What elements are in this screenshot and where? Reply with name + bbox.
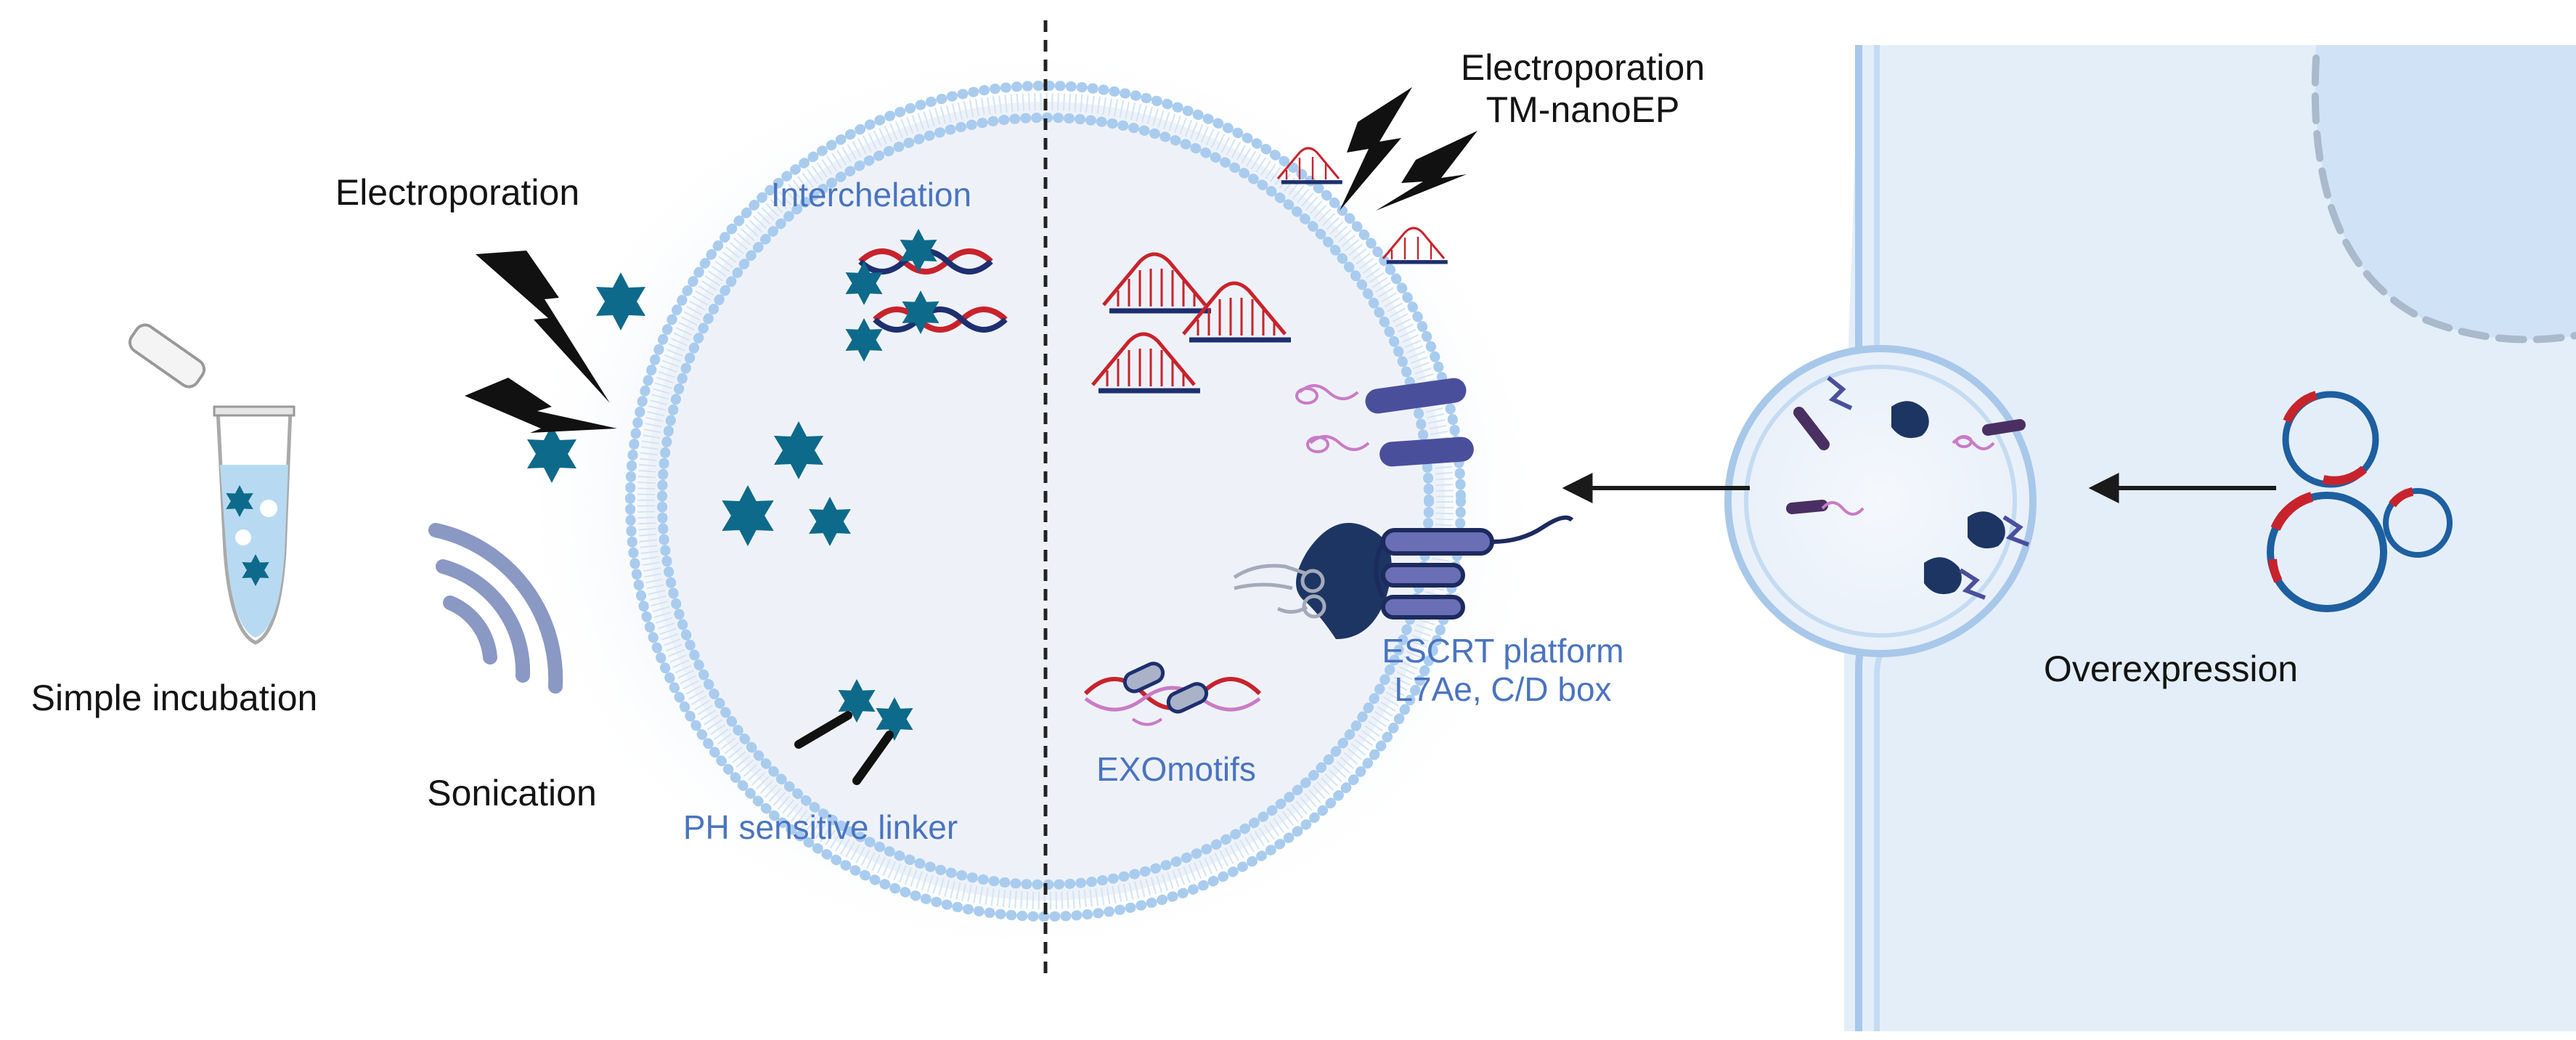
label-escrt-line2: L7Ae, C/D box <box>1394 670 1612 708</box>
vesicle-protein-bars <box>1786 407 2026 514</box>
intercalated-dna <box>858 248 1008 333</box>
sonication-waves <box>428 523 563 694</box>
lightning-bolt <box>1376 131 1477 211</box>
drug-star <box>900 229 937 272</box>
tube-liquid <box>220 465 288 638</box>
drug-star <box>902 291 939 334</box>
rna-loops <box>1295 384 1370 453</box>
budding-vesicle <box>1724 345 2037 657</box>
ph-linkers <box>794 711 894 785</box>
cd-box-rna <box>1233 564 1326 619</box>
tm-protein-loops <box>1374 515 1574 619</box>
label-simple-incubation: Simple incubation <box>30 678 318 718</box>
vesicle-outer <box>1724 345 2037 657</box>
lightning-bolt <box>476 251 610 403</box>
lightning-bolt <box>1340 87 1412 211</box>
vesicle-escrt-complexes <box>1891 401 2005 595</box>
label-electroporation-right-line2: TM-nanoEP <box>1485 89 1680 130</box>
label-exomotifs: EXOmotifs <box>1096 750 1256 788</box>
plasmid-small <box>2383 487 2453 558</box>
exomotifs-graphic <box>1083 662 1262 726</box>
label-interchelation: Interchelation <box>770 176 972 214</box>
lightning-left <box>465 251 617 433</box>
lightning-right <box>1340 87 1477 211</box>
drug-star <box>722 485 774 546</box>
protein-bar <box>1365 378 1467 414</box>
plasmid-top <box>2282 391 2379 488</box>
motif-protein <box>1166 682 1209 714</box>
drug-star <box>242 554 269 586</box>
drug-star <box>838 679 876 723</box>
plasmid-bottom-large <box>2267 492 2387 612</box>
lightning-bolt <box>465 378 617 433</box>
escrt-protein <box>1296 523 1392 639</box>
label-ph-sensitive-linker: PH sensitive linker <box>682 808 958 846</box>
label-electroporation-left: Electroporation <box>335 172 580 213</box>
drug-star <box>774 421 823 479</box>
drug-star <box>527 425 576 483</box>
drug-molecules <box>527 229 939 741</box>
drug-star <box>876 697 913 741</box>
label-escrt-line1: ESCRT platform <box>1382 632 1624 670</box>
drug-star <box>845 318 883 362</box>
vesicle-rna <box>1821 435 1995 516</box>
label-overexpression: Overexpression <box>2043 649 2299 689</box>
drug-star <box>845 261 883 305</box>
motif-protein <box>1122 662 1165 694</box>
label-electroporation-right-line1: Electroporation <box>1460 47 1705 88</box>
bilayer-tails <box>637 93 1454 909</box>
vesicle-linkers <box>1827 375 2030 600</box>
drug-star <box>596 272 645 330</box>
nucleus-envelope <box>2311 54 2576 344</box>
tube-rim <box>213 405 295 417</box>
plasmids <box>2267 391 2453 612</box>
label-escrt: ESCRT platform L7Ae, C/D box <box>1365 632 1641 709</box>
vesicle-inner <box>1744 365 2017 638</box>
tube-cap <box>128 323 206 389</box>
label-sonication: Sonication <box>427 773 597 813</box>
rna-hairpins <box>1091 147 1448 394</box>
drug-star <box>809 497 851 546</box>
nucleus <box>2315 45 2576 340</box>
membrane-proteins <box>1233 378 1574 639</box>
protein-bar <box>1379 436 1474 467</box>
drug-star <box>226 485 253 517</box>
test-tube <box>128 323 295 645</box>
label-electroporation-right: Electroporation TM-nanoEP <box>1409 47 1757 131</box>
